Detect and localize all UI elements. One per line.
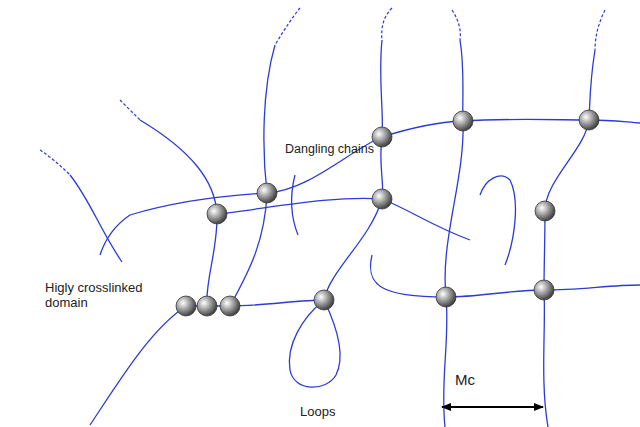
- feature-label: Higly crosslinked domain: [45, 280, 170, 310]
- dimension-label: Mc: [455, 372, 495, 387]
- feature-label: Loops: [300, 404, 360, 419]
- feature-label: Dangling chains: [285, 142, 385, 157]
